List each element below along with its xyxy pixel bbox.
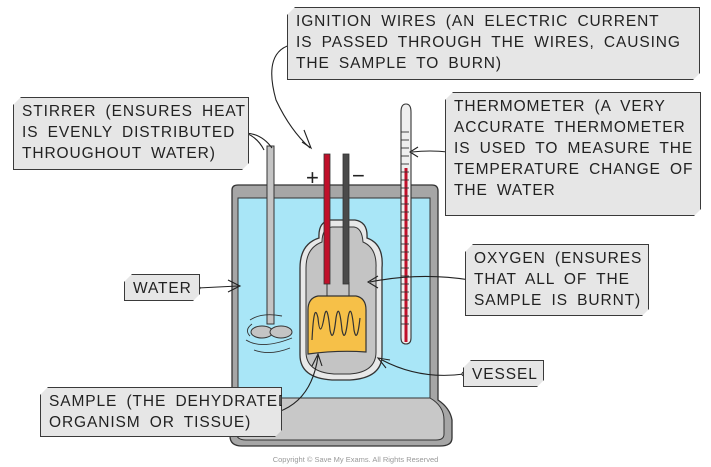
label-stirrer: STIRRER (ENSURES HEAT IS EVENLY DISTRIBU… (13, 97, 249, 170)
positive-terminal-symbol: + (306, 165, 319, 190)
heating-filament (311, 310, 361, 341)
positive-wire (323, 153, 331, 285)
thermometer (400, 103, 412, 345)
sample-cup (307, 282, 367, 355)
label-sample: SAMPLE (THE DEHYDRATED ORGANISM OR TISSU… (40, 387, 282, 437)
label-thermometer: THERMOMETER (A VERY ACCURATE THERMOMETER… (445, 92, 701, 216)
negative-terminal-symbol: − (352, 163, 365, 188)
label-vessel: VESSEL (463, 360, 544, 387)
copyright-notice: Copyright © Save My Exams. All Rights Re… (272, 455, 439, 464)
ignition-wires (323, 153, 350, 285)
label-oxygen: OXYGEN (ENSURES THAT ALL OF THE SAMPLE I… (465, 244, 649, 316)
label-water: WATER (124, 274, 200, 301)
negative-wire (342, 153, 350, 285)
label-ignition-wires: IGNITION WIRES (AN ELECTRIC CURRENT IS P… (287, 7, 700, 80)
